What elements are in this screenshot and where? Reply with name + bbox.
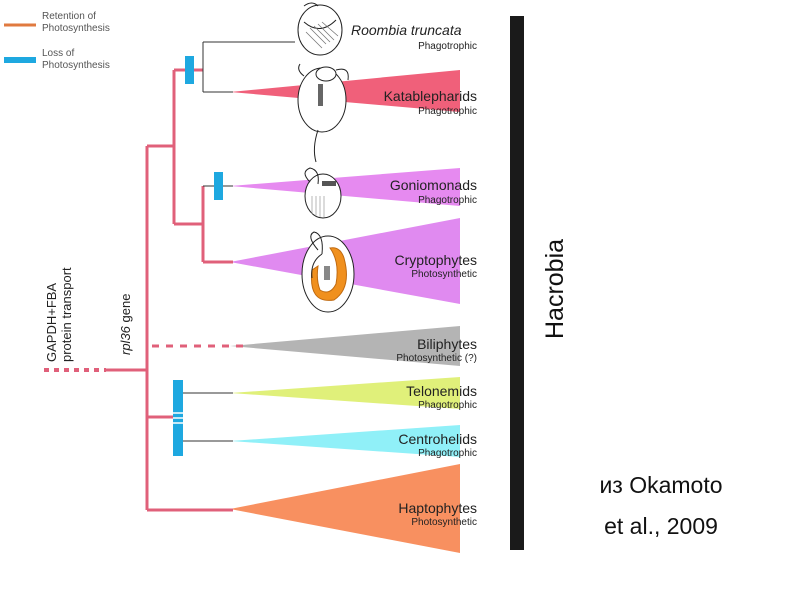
loss-marker-katablepharids (185, 56, 194, 84)
taxon-name-biliphytes: Biliphytes (417, 336, 477, 352)
hacrobia-bar (510, 16, 524, 550)
taxon-mode-haptophytes: Photosynthetic (411, 517, 477, 528)
taxon-mode-roombia: Phagotrophic (418, 41, 477, 52)
taxon-name-goniomonads: Goniomonads (389, 177, 477, 193)
citation-line-1: из Okamoto (599, 472, 723, 498)
taxon-mode-biliphytes: Photosynthetic (?) (396, 353, 477, 364)
taxon-name-haptophytes: Haptophytes (398, 500, 477, 516)
rpl36-annotation: rpl36 gene (118, 293, 133, 355)
gapdh-annotation: GAPDH+FBA protein transport (44, 267, 74, 362)
taxon-mode-telonemids: Phagotrophic (418, 400, 477, 411)
cryptophyte-cell-drawing (301, 231, 355, 313)
taxon-mode-centrohelids: Phagotrophic (418, 448, 477, 459)
legend-loss-label: Loss of Photosynthesis (42, 48, 110, 71)
katablepharid-cell-drawing (297, 63, 349, 163)
centrohelids-triangle (230, 425, 460, 457)
haptophytes-triangle (230, 464, 460, 553)
loss-marker-goniomonads (214, 172, 223, 200)
taxon-name-telonemids: Telonemids (406, 383, 477, 399)
biliphytes-triangle (230, 326, 460, 366)
goniomonad-cell-drawing (304, 167, 342, 219)
taxon-name-katablepharids: Katablepharids (383, 88, 477, 104)
loss-marker-stripes (173, 412, 183, 424)
tree-branches (106, 68, 233, 512)
taxon-name-cryptophytes: Cryptophytes (394, 252, 477, 268)
citation-line-2: et al., 2009 (604, 513, 718, 539)
taxon-name-roombia: Roombia truncata (351, 22, 462, 38)
taxon-mode-goniomonads: Phagotrophic (418, 195, 477, 206)
taxon-mode-cryptophytes: Photosynthetic (411, 269, 477, 280)
legend-retention-label: Retention of Photosynthesis (42, 11, 110, 34)
goniomonads-triangle (230, 168, 460, 206)
roombia-cell-drawing (297, 2, 343, 56)
taxon-name-centrohelids: Centrohelids (398, 431, 477, 447)
hacrobia-label: Hacrobia (541, 238, 569, 339)
telonemids-triangle (230, 377, 460, 409)
taxon-mode-katablepharids: Phagotrophic (418, 106, 477, 117)
phagotrophic-branches (178, 41, 295, 442)
